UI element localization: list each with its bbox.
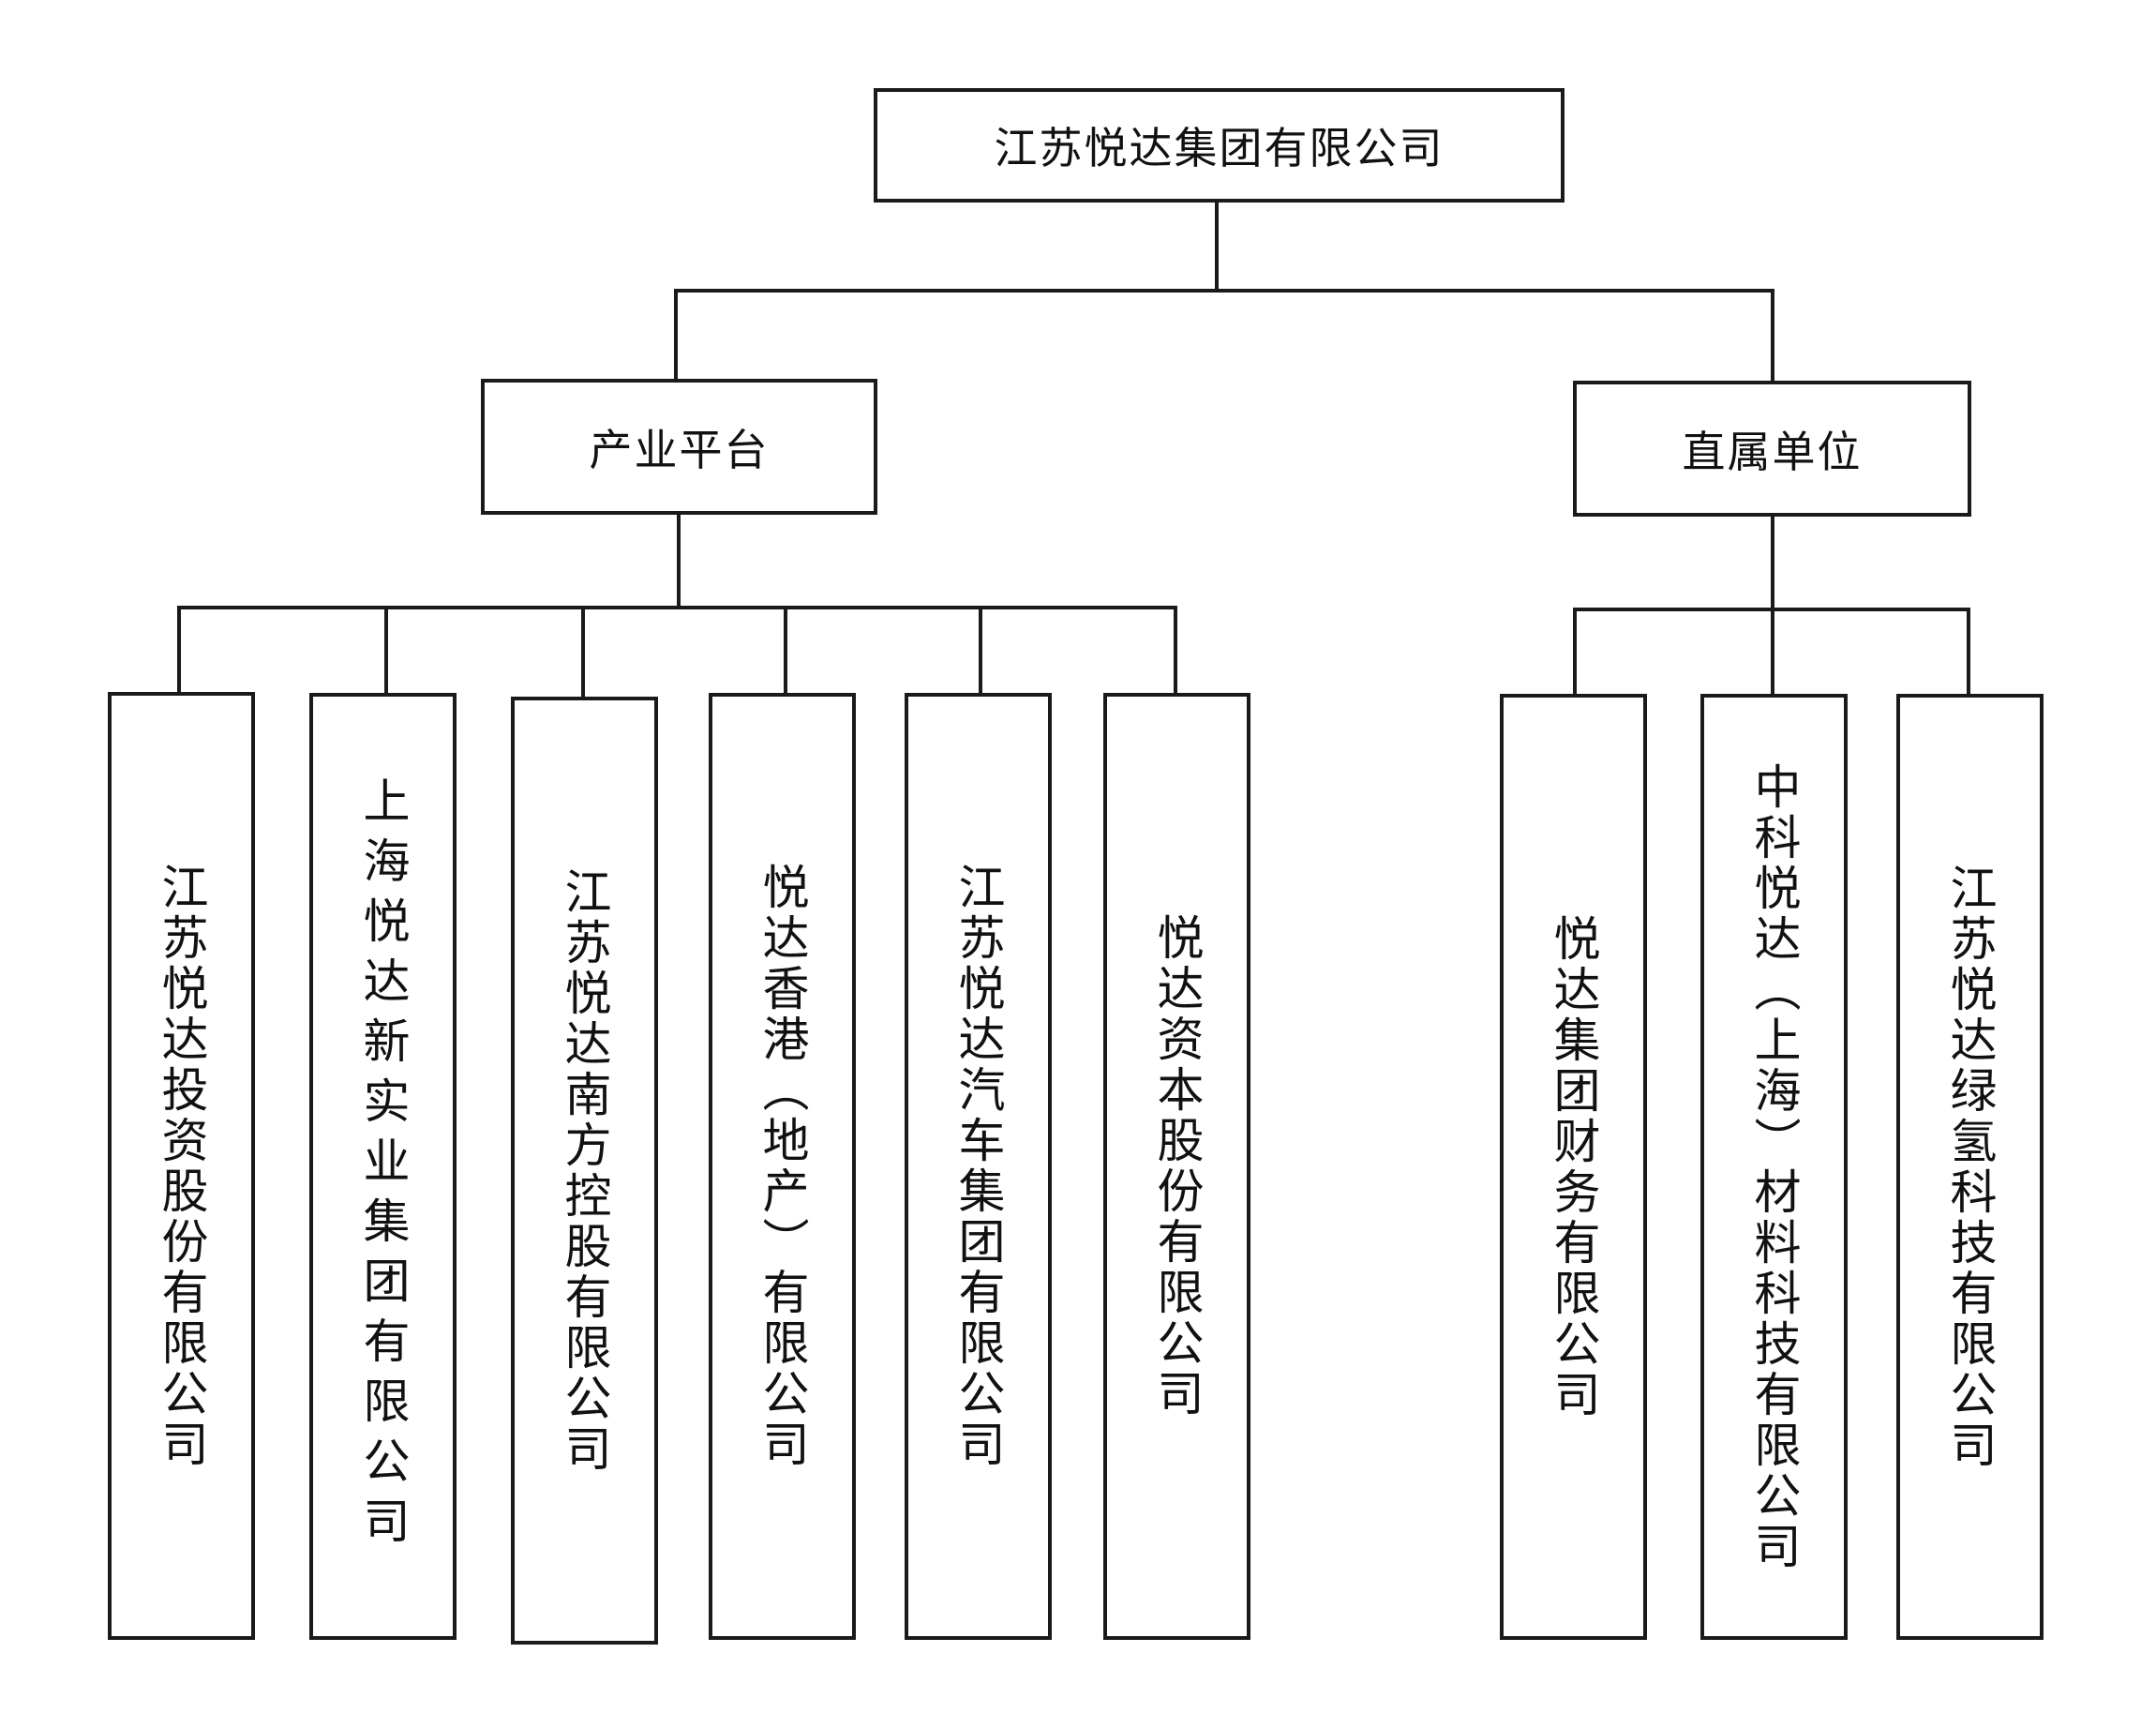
platform-child-4: 悦达香港（地产）有限公司	[709, 693, 856, 1640]
platform-child-6: 悦达资本股份有限公司	[1103, 693, 1250, 1640]
platform-child-2: 上海悦达新实业集团有限公司	[309, 693, 457, 1640]
platform-child-5: 江苏悦达汽车集团有限公司	[905, 693, 1052, 1640]
platform-child-3-label: 江苏悦达南方控股有限公司	[557, 866, 612, 1475]
platform-child-1: 江苏悦达投资股份有限公司	[108, 692, 255, 1640]
platform-child-3: 江苏悦达南方控股有限公司	[511, 697, 658, 1645]
root-node: 江苏悦达集团有限公司	[874, 88, 1565, 203]
platform-child-6-label: 悦达资本股份有限公司	[1149, 913, 1205, 1420]
platform-node: 产业平台	[481, 379, 877, 515]
direct-child-3: 江苏悦达绿氢科技有限公司	[1896, 694, 2044, 1640]
direct-node: 直属单位	[1573, 381, 1971, 517]
platform-child-1-label: 江苏悦达投资股份有限公司	[154, 862, 209, 1470]
direct-child-2-label: 中科悦达（上海）材料科技有限公司	[1746, 761, 1802, 1572]
direct-label: 直属单位	[1682, 426, 1863, 477]
direct-child-3-label: 江苏悦达绿氢科技有限公司	[1942, 863, 1998, 1471]
platform-label: 产业平台	[589, 424, 770, 475]
platform-child-2-label: 上海悦达新实业集团有限公司	[355, 776, 411, 1556]
direct-child-2: 中科悦达（上海）材料科技有限公司	[1700, 694, 1848, 1640]
platform-child-5-label: 江苏悦达汽车集团有限公司	[951, 863, 1006, 1470]
root-label: 江苏悦达集团有限公司	[994, 123, 1445, 173]
platform-child-4-label: 悦达香港（地产）有限公司	[755, 863, 810, 1470]
direct-child-1: 悦达集团财务有限公司	[1500, 694, 1647, 1640]
direct-child-1-label: 悦达集团财务有限公司	[1546, 913, 1601, 1420]
